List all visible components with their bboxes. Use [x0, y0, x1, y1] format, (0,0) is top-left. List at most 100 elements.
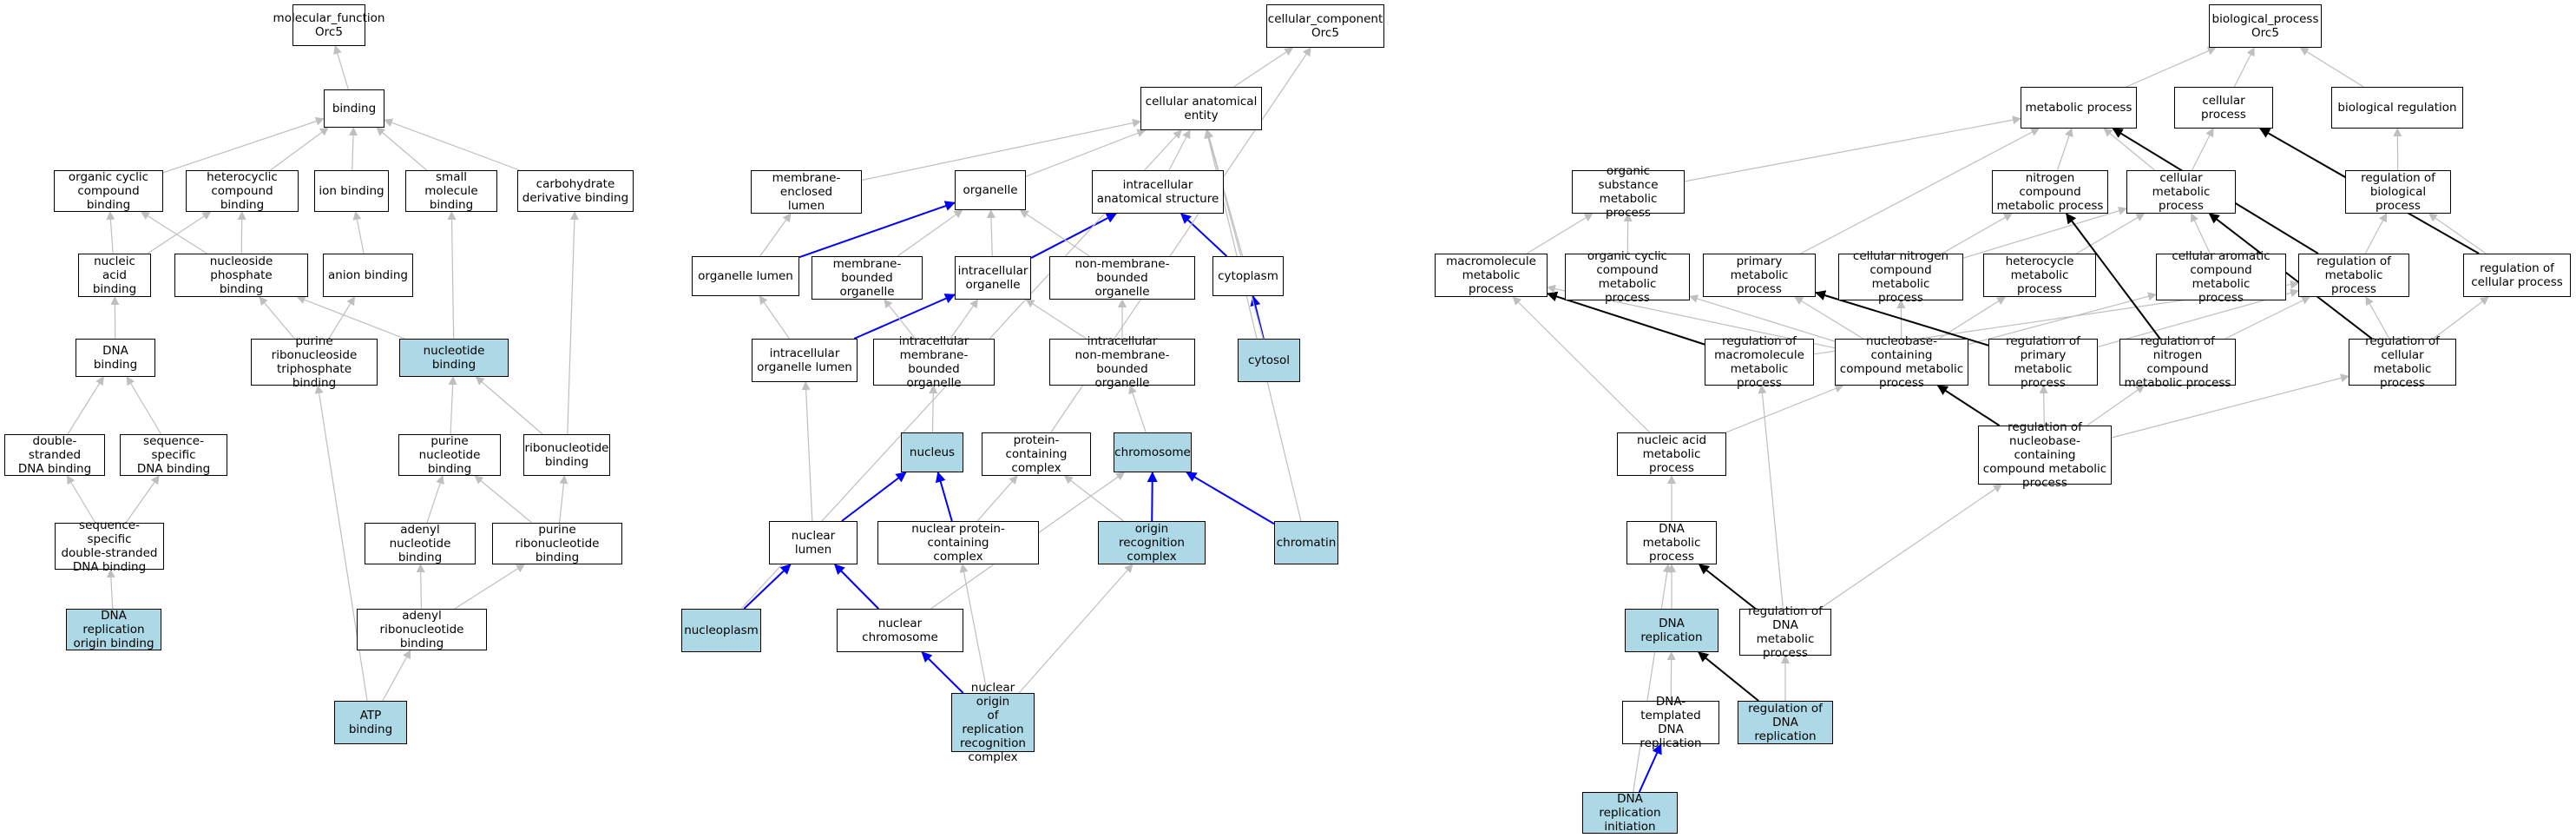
edge-ion_binding-to-binding — [349, 127, 358, 171]
node-nucleic-acid-metabolic-process[interactable]: nucleic acid metabolic process — [1617, 432, 1726, 476]
node-dna-templated-dna-replication[interactable]: DNA-templated DNA replication — [1622, 695, 1719, 750]
node-purine-ribonucleotide-binding[interactable]: purine ribonucleotide binding — [492, 523, 622, 564]
node-dna-metabolic-process[interactable]: DNA metabolic process — [1626, 521, 1717, 564]
node-cytoplasm[interactable]: cytoplasm — [1212, 256, 1284, 296]
node-regulation-of-nucleobase-containing-compound-metabolic-process[interactable]: regulation of nucleobase-containing comp… — [1978, 420, 2112, 490]
node-nucleic-acid-binding[interactable]: nucleic acid binding — [78, 254, 151, 297]
node-adenyl-nucleotide-binding[interactable]: adenyl nucleotide binding — [365, 523, 476, 564]
node-intracellular-membrane-bounded-organelle[interactable]: intracellular membrane-bounded organelle — [873, 334, 995, 390]
node-adenyl-ribonucleotide-binding[interactable]: adenyl ribonucleotide binding — [357, 609, 487, 650]
node-metabolic-process[interactable]: metabolic process — [2021, 87, 2137, 129]
node-ribonucleotide-binding[interactable]: ribonucleotide binding — [523, 434, 610, 476]
node-molecular-function-root[interactable]: molecular_function Orc5 — [273, 4, 384, 46]
node-nuclear-lumen[interactable]: nuclear lumen — [769, 521, 858, 564]
edge-metabolic-to-bp_root — [2126, 47, 2217, 88]
node-regulation-of-dna-replication[interactable]: regulation of DNA replication — [1738, 701, 1833, 744]
node-purine-ribonucleoside-triphosphate-binding[interactable]: purine ribonucleoside triphosphate bindi… — [251, 334, 378, 390]
edge-seq_ds_dna_binding-to-seq_dna_binding — [125, 475, 160, 524]
node-binding[interactable]: binding — [324, 89, 384, 128]
node-nucleobase-containing-compound-metabolic-process[interactable]: nucleobase-containing compound metabolic… — [1835, 334, 1968, 390]
node-dna-binding[interactable]: DNA binding — [76, 339, 155, 377]
node-regulation-of-nitrogen-compound-metabolic-process[interactable]: regulation of nitrogen compound metaboli… — [2119, 334, 2236, 390]
node-double-stranded-dna-binding[interactable]: double-stranded DNA binding — [4, 434, 105, 476]
node-non-membrane-bounded-organelle[interactable]: non-membrane-bounded organelle — [1049, 256, 1195, 300]
node-membrane-enclosed-lumen[interactable]: membrane-enclosed lumen — [751, 170, 862, 214]
edge-nucleic_acid_binding-to-org_cyclic_binding — [106, 211, 115, 254]
edge-macro_met-to-org_subst_met — [1526, 213, 1594, 254]
node-protein-containing-complex[interactable]: protein-containing complex — [982, 432, 1091, 476]
node-regulation-of-metabolic-process[interactable]: regulation of metabolic process — [2298, 254, 2409, 297]
node-chromatin[interactable]: chromatin — [1274, 521, 1338, 564]
node-dna-replication-initiation[interactable]: DNA replication initiation — [1582, 792, 1678, 834]
edge-nucleic_acid_binding-to-hetero_binding — [147, 211, 212, 254]
edge-purine_ribo_binding-to-purine_nt_binding — [474, 475, 533, 524]
node-regulation-of-cellular-process[interactable]: regulation of cellular process — [2463, 254, 2571, 297]
node-anion-binding[interactable]: anion binding — [323, 254, 413, 297]
node-membrane-bounded-organelle[interactable]: membrane-bounded organelle — [812, 256, 923, 300]
node-intracellular-non-membrane-bounded-organelle[interactable]: intracellular non-membrane-bounded organ… — [1049, 334, 1195, 390]
node-nuclear-chromosome[interactable]: nuclear chromosome — [837, 609, 963, 652]
edge-nucleus-to-intra_mem_org — [929, 385, 938, 433]
node-chromosome[interactable]: chromosome — [1114, 432, 1192, 472]
node-regulation-of-biological-process[interactable]: regulation of biological process — [2345, 170, 2451, 214]
edge-nucleoplasm-to-nuclear_lumen — [743, 564, 792, 610]
node-organic-cyclic-compound-metabolic-process[interactable]: organic cyclic compound metabolic proces… — [1565, 249, 1690, 305]
node-cellular-anatomical-entity[interactable]: cellular anatomical entity — [1140, 87, 1262, 130]
node-macromolecule-metabolic-process[interactable]: macromolecule metabolic process — [1435, 254, 1548, 297]
node-cellular-component-root[interactable]: cellular_component Orc5 — [1266, 4, 1384, 48]
node-origin-recognition-complex[interactable]: origin recognition complex — [1098, 521, 1206, 564]
node-organic-substance-metabolic-process[interactable]: organic substance metabolic process — [1572, 164, 1685, 220]
node-intracellular-anatomical-structure[interactable]: intracellular anatomical structure — [1092, 170, 1224, 214]
node-organelle-lumen[interactable]: organelle lumen — [692, 256, 799, 296]
edge-reg_cell_met-to-reg_met — [2365, 296, 2390, 340]
edge-orc-to-chromosome — [1147, 472, 1158, 522]
node-nuclear-origin-of-replication-recognition-complex[interactable]: nuclear origin of replication recognitio… — [951, 681, 1035, 764]
node-nucleotide-binding[interactable]: nucleotide binding — [399, 339, 509, 377]
node-nuclear-protein-containing-complex[interactable]: nuclear protein-containing complex — [877, 521, 1039, 564]
node-biological-regulation[interactable]: biological regulation — [2331, 87, 2463, 129]
node-nucleus[interactable]: nucleus — [901, 432, 963, 472]
edge-heterocycle_met-to-cell_met — [2076, 213, 2146, 254]
node-sequence-specific-dna-binding[interactable]: sequence-specific DNA binding — [120, 434, 227, 476]
node-regulation-of-macromolecule-metabolic-process[interactable]: regulation of macromolecule metabolic pr… — [1705, 334, 1814, 390]
node-organelle[interactable]: organelle — [955, 170, 1026, 210]
edge-adenyl_ribo_binding-to-adenyl_nt_binding — [416, 564, 425, 610]
edge-nucleic_acid_met-to-nucleobase_met — [1725, 384, 1844, 433]
node-ion-binding[interactable]: ion binding — [314, 170, 389, 212]
edge-hetero_binding-to-binding — [270, 127, 329, 171]
node-small-molecule-binding[interactable]: small molecule binding — [405, 170, 497, 212]
node-nucleoplasm[interactable]: nucleoplasm — [681, 609, 761, 652]
node-dna-replication-origin-binding[interactable]: DNA replication origin binding — [66, 609, 161, 650]
node-intracellular-organelle[interactable]: intracellular organelle — [955, 256, 1031, 300]
edge-reg_primary_met-to-primary_met — [1815, 290, 1989, 346]
node-regulation-of-cellular-metabolic-process[interactable]: regulation of cellular metabolic process — [2349, 334, 2456, 390]
node-regulation-of-primary-metabolic-process[interactable]: regulation of primary metabolic process — [1988, 334, 2098, 390]
node-regulation-of-dna-metabolic-process[interactable]: regulation of DNA metabolic process — [1739, 604, 1831, 660]
node-nitrogen-compound-metabolic-process[interactable]: nitrogen compound metabolic process — [1992, 170, 2108, 214]
node-cellular-nitrogen-compound-metabolic-process[interactable]: cellular nitrogen compound metabolic pro… — [1838, 249, 1963, 305]
node-cellular-metabolic-process[interactable]: cellular metabolic process — [2126, 170, 2236, 214]
node-cellular-process[interactable]: cellular process — [2174, 87, 2273, 129]
node-intracellular-organelle-lumen[interactable]: intracellular organelle lumen — [752, 339, 858, 382]
node-heterocyclic-compound-binding[interactable]: heterocyclic compound binding — [186, 170, 299, 212]
edge-intra_non_mem_org-to-intra_org — [1025, 299, 1087, 340]
node-dna-replication[interactable]: DNA replication — [1625, 609, 1718, 652]
node-heterocycle-metabolic-process[interactable]: heterocycle metabolic process — [1983, 254, 2096, 297]
node-atp-binding[interactable]: ATP binding — [334, 701, 407, 744]
node-organic-cyclic-compound-binding[interactable]: organic cyclic compound binding — [54, 170, 163, 212]
edge-atp_binding-to-purine_ntp_binding — [314, 385, 368, 702]
edge-intra_org-to-organelle — [986, 209, 996, 257]
node-cytosol[interactable]: cytosol — [1238, 339, 1300, 382]
node-nucleoside-phosphate-binding[interactable]: nucleoside phosphate binding — [174, 254, 308, 297]
node-carbohydrate-derivative-binding[interactable]: carbohydrate derivative binding — [517, 170, 634, 212]
edge-intra_anat-to-cae — [1168, 129, 1191, 171]
edge-small_mol_binding-to-binding — [376, 127, 428, 171]
node-biological-process-root[interactable]: biological_process Orc5 — [2209, 4, 2322, 48]
node-sequence-specific-double-stranded-dna-binding[interactable]: sequence-specific double-stranded DNA bi… — [55, 518, 164, 574]
edge-reg_nucleobase_met-to-reg_cell_met — [2111, 373, 2349, 439]
edge-dna_rep_init-to-dna_templated_rep — [1638, 743, 1662, 793]
node-purine-nucleotide-binding[interactable]: purine nucleotide binding — [398, 434, 501, 476]
node-cellular-aromatic-compound-metabolic-process[interactable]: cellular aromatic compound metabolic pro… — [2156, 249, 2286, 305]
node-primary-metabolic-process[interactable]: primary metabolic process — [1703, 254, 1816, 297]
edge-nuclear_orc-to-nuclear_chromosome — [921, 651, 964, 694]
